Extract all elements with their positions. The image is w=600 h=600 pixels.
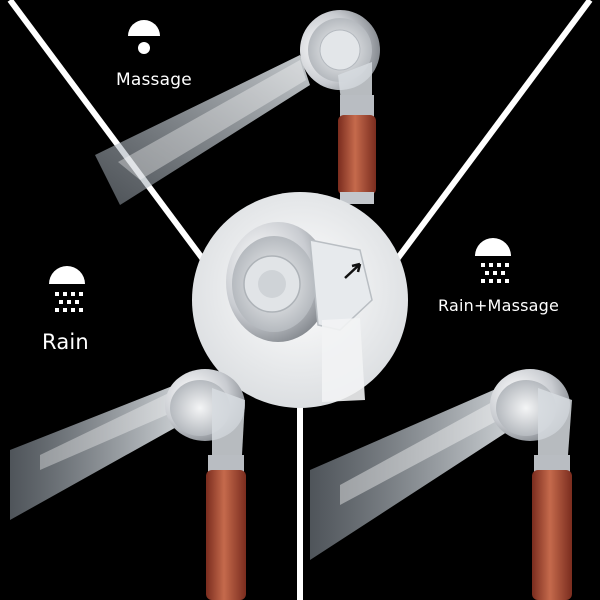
rain-massage-shower-head	[310, 369, 572, 600]
rain-shower-head	[10, 369, 246, 600]
rain-massage-label: Rain+Massage	[438, 296, 560, 315]
center-closeup	[192, 192, 408, 408]
massage-spray-icon	[128, 20, 160, 54]
massage-label: Massage	[116, 70, 192, 90]
rain-massage-spray-icon	[475, 238, 511, 283]
rain-spray-icon	[49, 266, 85, 312]
massage-shower-head	[95, 10, 380, 205]
divider-lines	[7, 0, 593, 600]
rain-label: Rain	[42, 330, 89, 354]
